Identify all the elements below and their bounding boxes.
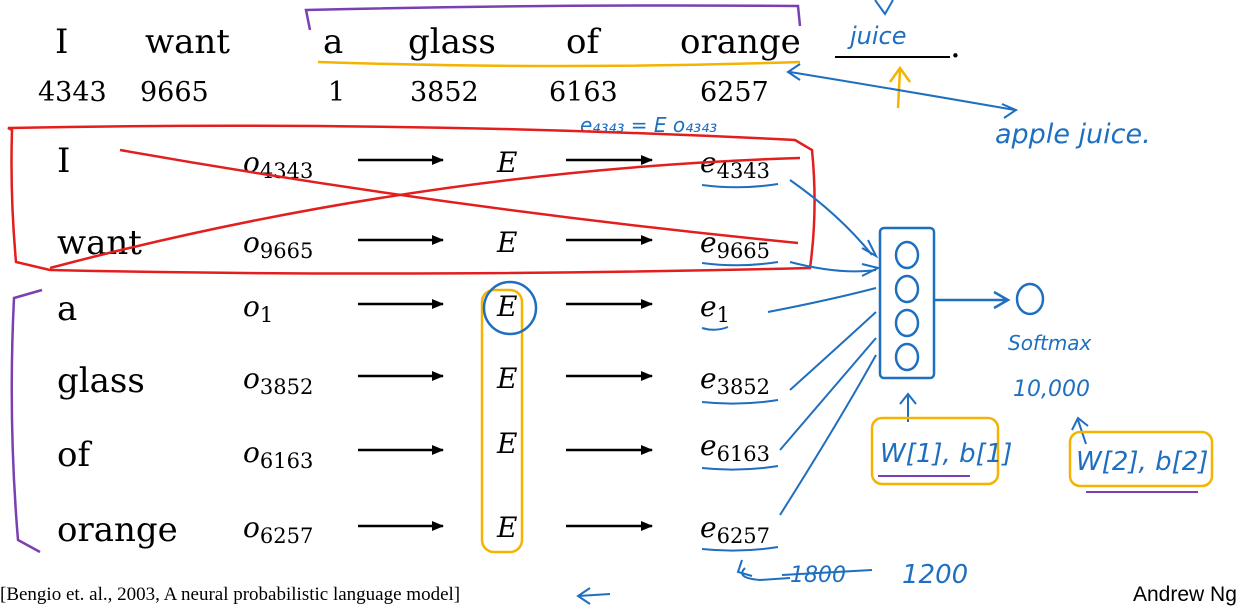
- word-index: 4343: [38, 77, 107, 108]
- embedding-matrix: E: [496, 362, 517, 395]
- embed-symbol: e: [700, 290, 717, 323]
- sentence-word: orange: [680, 22, 801, 62]
- sentence-period: .: [950, 26, 961, 66]
- word-index: 6257: [700, 77, 769, 108]
- onehot-symbol: o: [243, 226, 260, 259]
- embedding-rows: I o4343 E e4343 want o9665 E e9665 a o1 …: [57, 141, 770, 550]
- onehot-vector: o6257: [243, 511, 313, 548]
- citation-arrow: [576, 587, 611, 605]
- embedding-matrix: E: [496, 290, 517, 323]
- embedding-vector: e4343: [700, 146, 770, 183]
- embedding-vector: e6257: [700, 511, 770, 548]
- embedding-matrix: E: [496, 146, 517, 179]
- embed-subscript: 9665: [717, 239, 770, 263]
- row-word: a: [57, 289, 77, 329]
- sentence-words: I want a glass of orange: [55, 22, 801, 62]
- embed-subscript: 6163: [717, 442, 770, 466]
- onehot-symbol: o: [243, 290, 260, 323]
- word-index: 6163: [549, 77, 618, 108]
- word-index: 9665: [140, 77, 209, 108]
- embed-subscript: 3852: [717, 375, 770, 399]
- word-index: 1: [328, 77, 345, 108]
- sentence-word: a: [323, 22, 343, 62]
- vocab-size-label: 10,000: [1013, 377, 1090, 402]
- target-v-mark: [874, 0, 894, 16]
- apple-juice-arrow: [786, 63, 1019, 119]
- softmax-label: Softmax: [1008, 331, 1092, 355]
- embedding-matrix: E: [496, 511, 517, 544]
- embed-subscript: 6257: [717, 524, 770, 548]
- onehot-subscript: 6257: [260, 524, 313, 548]
- struck-dimension: 1800: [790, 563, 846, 588]
- strike-line: [781, 569, 873, 576]
- input-arrows: [767, 179, 881, 516]
- dimension-arrow: [736, 559, 791, 582]
- embed-symbol: e: [700, 511, 717, 544]
- embedding-matrix: E: [496, 427, 517, 460]
- output-arrow: [934, 290, 1011, 310]
- embed-symbol: e: [700, 226, 717, 259]
- onehot-subscript: 1: [260, 303, 273, 327]
- sentence-word: I: [55, 22, 68, 62]
- onehot-vector: o1: [243, 290, 273, 327]
- onehot-subscript: 6163: [260, 449, 313, 473]
- embedding-vector: e3852: [700, 362, 770, 399]
- row-word: want: [57, 223, 142, 263]
- onehot-subscript: 3852: [260, 375, 313, 399]
- embed-subscript: 1: [717, 303, 730, 327]
- context-bracket-top: [304, 4, 802, 31]
- excluded-rows-cross: [49, 148, 801, 270]
- row-word: I: [57, 141, 70, 181]
- author-credit: Andrew Ng: [1133, 583, 1237, 606]
- onehot-vector: o3852: [243, 362, 313, 399]
- onehot-symbol: o: [243, 436, 260, 469]
- target-up-arrow: [888, 65, 912, 109]
- embed-symbol: e: [700, 429, 717, 462]
- onehot-symbol: o: [243, 511, 260, 544]
- onehot-vector: o6163: [243, 436, 313, 473]
- row-word: glass: [57, 361, 145, 401]
- sentence-word: of: [566, 22, 601, 62]
- citation: [Bengio et. al., 2003, A neural probabil…: [0, 584, 460, 605]
- w1b1-box: [870, 416, 1000, 486]
- word-index: 3852: [410, 77, 479, 108]
- excluded-rows-box: [7, 124, 816, 275]
- onehot-subscript: 4343: [260, 159, 313, 183]
- w1b1-label: W[1], b[1]: [880, 439, 1012, 469]
- embedding-matrix: E: [496, 226, 517, 259]
- row-word: of: [57, 435, 92, 475]
- onehot-subscript: 9665: [260, 239, 313, 263]
- embedding-underlines: [701, 183, 779, 552]
- sentence-word: glass: [408, 22, 496, 62]
- w2b2-box: [1068, 430, 1214, 488]
- matrix-circle: [482, 280, 538, 336]
- context-underline: [317, 60, 801, 68]
- embedding-vector: e9665: [700, 226, 770, 263]
- sentence-indices: 4343 9665 1 3852 6163 6257: [38, 77, 769, 108]
- shared-matrix-highlight: [480, 288, 524, 554]
- embed-subscript: 4343: [717, 159, 770, 183]
- apple-juice-note: apple juice.: [995, 119, 1151, 150]
- row-word: orange: [57, 510, 178, 550]
- embedding-vector: e1: [700, 290, 730, 327]
- embedding-vector: e6163: [700, 429, 770, 466]
- softmax-unit: [1015, 282, 1045, 316]
- w2b2-label: W[2], b[2]: [1076, 447, 1208, 477]
- context-bracket-left: [10, 288, 43, 554]
- embed-symbol: e: [700, 362, 717, 395]
- onehot-vector: o9665: [243, 226, 313, 263]
- hidden-layer-box: [878, 226, 936, 380]
- onehot-symbol: o: [243, 362, 260, 395]
- sentence-word: want: [145, 22, 230, 62]
- hidden-units: [894, 240, 920, 372]
- target-word: juice: [847, 22, 907, 50]
- embedding-dimension: 1200: [902, 560, 968, 590]
